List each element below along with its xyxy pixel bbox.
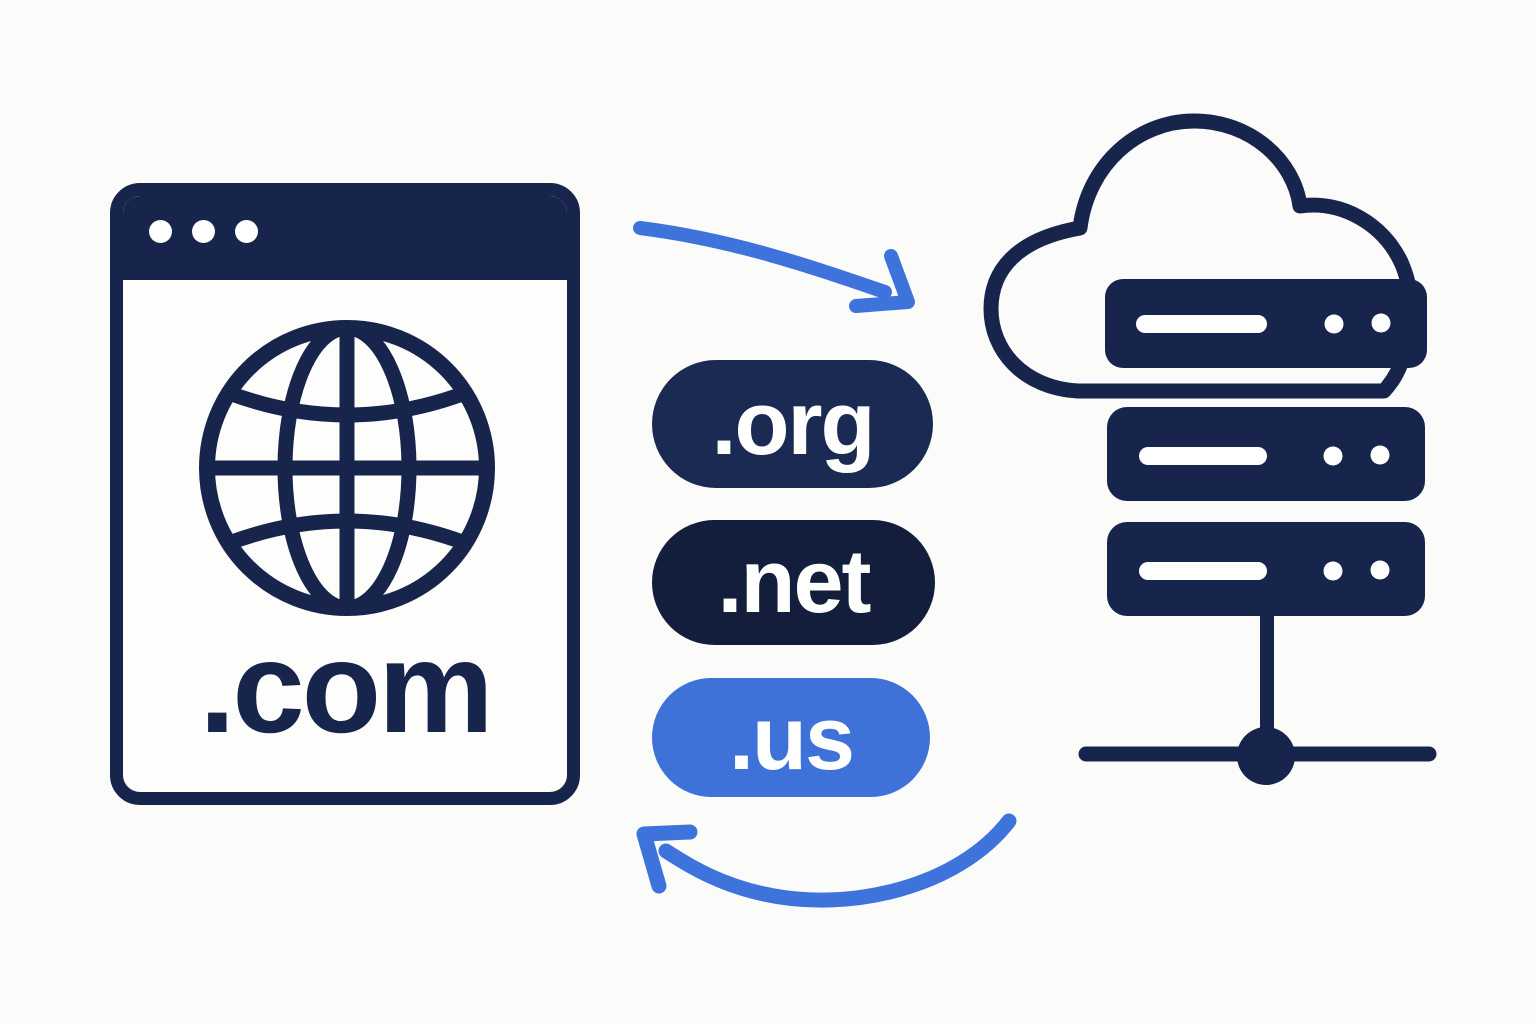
- window-dots: [149, 220, 258, 243]
- server-rack: [1107, 522, 1425, 616]
- tld-pill-net-label: .net: [717, 532, 871, 632]
- com-domain-label: .com: [199, 614, 493, 760]
- browser-window: .com: [110, 183, 580, 805]
- browser-titlebar: [123, 196, 567, 280]
- cloud-server-icon: [983, 113, 1437, 785]
- curved-arrow-right-icon: [633, 221, 915, 313]
- window-dot-icon: [192, 220, 215, 243]
- server-rack: [1107, 407, 1425, 501]
- tld-pill-us: .us: [652, 678, 930, 797]
- tld-pill-us-label: .us: [728, 689, 855, 789]
- tld-pill-org-label: .org: [711, 373, 876, 474]
- tld-pill-org: .org: [652, 360, 933, 488]
- window-dot-icon: [149, 220, 172, 243]
- globe-icon: [187, 308, 507, 628]
- tld-pill-net: .net: [652, 520, 935, 645]
- server-rack: [1105, 279, 1427, 368]
- window-dot-icon: [235, 220, 258, 243]
- curved-arrow-left-icon: [636, 813, 1017, 908]
